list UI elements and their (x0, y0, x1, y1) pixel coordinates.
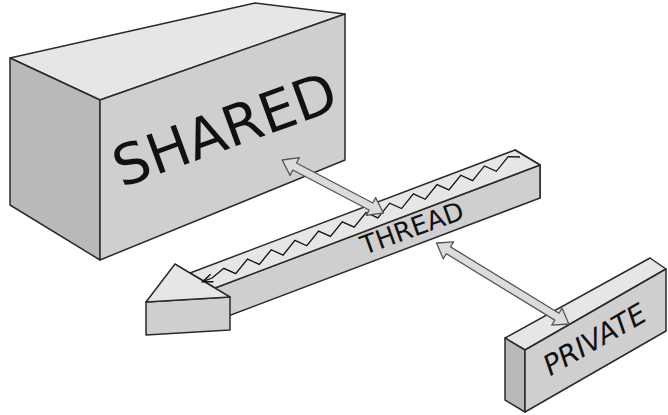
private-slab-side (505, 338, 525, 412)
thread-label-box: THREAD (354, 213, 470, 243)
thread-bar-top (190, 150, 540, 288)
private-slab-front (525, 269, 666, 412)
shared-label-box: SHARED (105, 100, 346, 160)
double-arrow (437, 242, 569, 325)
thread-head-top (146, 264, 230, 302)
thread-bar-front (215, 165, 540, 321)
private-label-box: PRIVATE (534, 324, 656, 356)
zigzag-line (212, 157, 520, 278)
thread-head-front (146, 297, 230, 335)
double-arrow (282, 158, 383, 216)
shared-box-side (10, 58, 100, 260)
shared-box-front (100, 14, 345, 260)
zigzag-tail (203, 278, 212, 282)
zigzag-arrowhead (203, 274, 214, 281)
